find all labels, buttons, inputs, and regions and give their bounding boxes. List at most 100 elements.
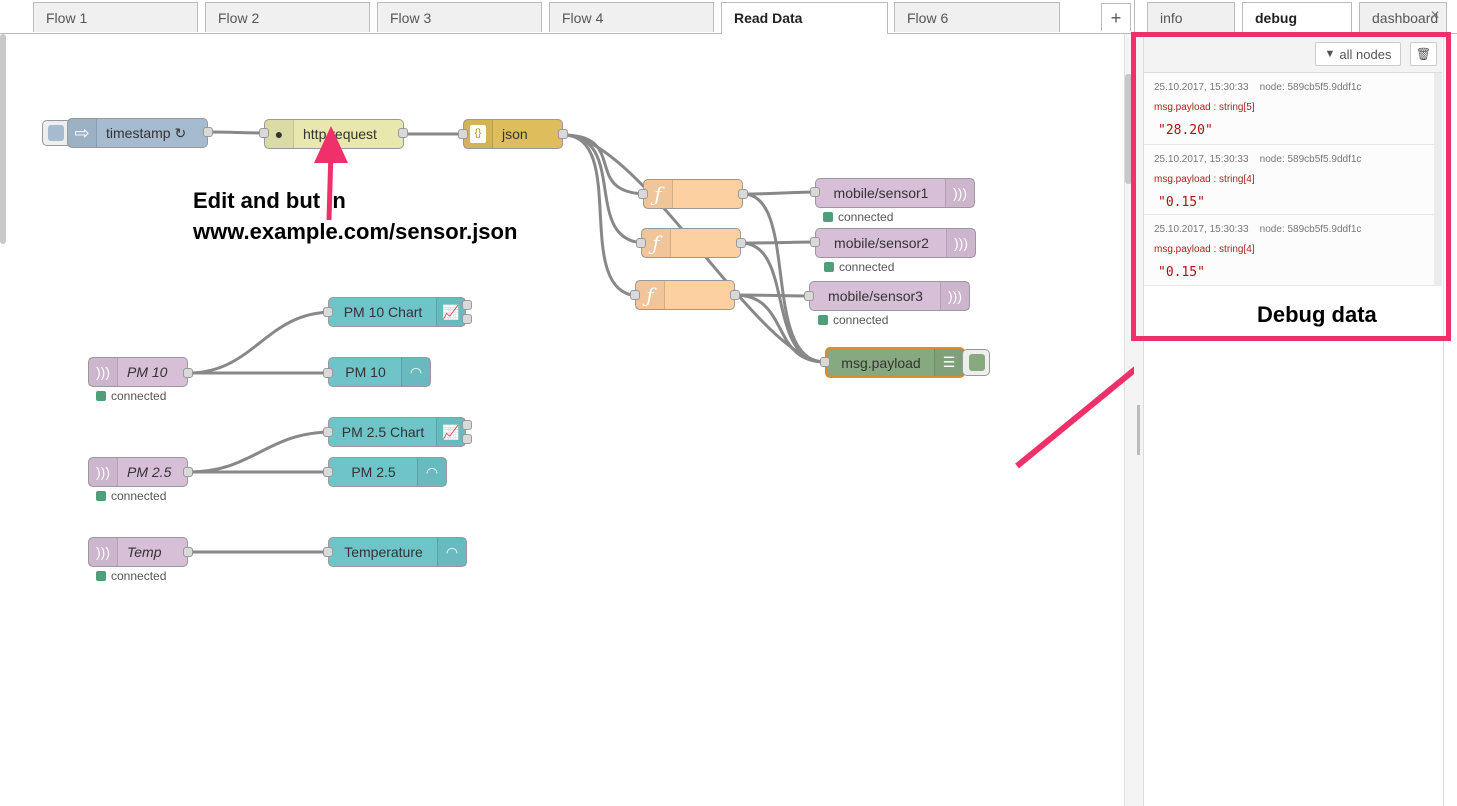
node-pm10-gauge-label: PM 10 bbox=[345, 364, 386, 380]
port-func1-out[interactable] bbox=[738, 189, 748, 199]
port-sensor1-in[interactable] bbox=[810, 187, 820, 197]
node-pm10-chart[interactable]: PM 10 Chart 📈 bbox=[328, 297, 466, 327]
node-pm25-chart-label: PM 2.5 Chart bbox=[341, 424, 425, 440]
node-mqtt-pm10[interactable]: ))) PM 10 bbox=[88, 357, 188, 387]
tab-flow-4[interactable]: Flow 4 bbox=[549, 2, 714, 32]
debug-list-scrollbar[interactable] bbox=[1434, 73, 1442, 286]
node-mqtt-sensor2-label: mobile/sensor2 bbox=[834, 235, 929, 251]
port-http-out[interactable] bbox=[398, 128, 408, 138]
debug-message-meta: 25.10.2017, 15:30:33 node: 589cb5f5.9ddf… bbox=[1154, 82, 1361, 93]
port-func3-out[interactable] bbox=[730, 290, 740, 300]
debug-message[interactable]: 25.10.2017, 15:30:33 node: 589cb5f5.9ddf… bbox=[1144, 145, 1434, 215]
port-pm10-out[interactable] bbox=[183, 368, 193, 378]
debug-message-list: 25.10.2017, 15:30:33 node: 589cb5f5.9ddf… bbox=[1144, 73, 1434, 286]
debug-node-id[interactable]: node: 589cb5f5.9ddf1c bbox=[1259, 82, 1362, 93]
node-timestamp-label: timestamp ↻ bbox=[106, 124, 187, 141]
tab-flow-1[interactable]: Flow 1 bbox=[33, 2, 198, 32]
broadcast-icon: ))) bbox=[89, 358, 118, 386]
port-temperature-in[interactable] bbox=[323, 547, 333, 557]
debug-message[interactable]: 25.10.2017, 15:30:33 node: 589cb5f5.9ddf… bbox=[1144, 215, 1434, 286]
status-dot bbox=[823, 212, 833, 222]
add-flow-button[interactable]: + bbox=[1101, 3, 1131, 31]
node-pm10-gauge[interactable]: PM 10 ◠ bbox=[328, 357, 431, 387]
node-function-3[interactable]: ƒ bbox=[635, 280, 735, 310]
node-mqtt-temp[interactable]: ))) Temp bbox=[88, 537, 188, 567]
close-icon[interactable]: ✕ bbox=[1430, 8, 1441, 22]
node-pm10-chart-label: PM 10 Chart bbox=[343, 304, 423, 320]
chart-icon: 📈 bbox=[436, 418, 465, 446]
node-pm25-gauge-label: PM 2.5 bbox=[351, 464, 396, 480]
port-timestamp-out[interactable] bbox=[203, 127, 213, 137]
node-debug-msg-payload[interactable]: msg.payload ☰ bbox=[825, 347, 965, 378]
broadcast-icon: ))) bbox=[946, 229, 975, 257]
sidebar-tab-dashboard[interactable]: dashboard bbox=[1359, 2, 1447, 32]
gauge-icon: ◠ bbox=[401, 358, 430, 386]
port-pm25-chart-out-2[interactable] bbox=[462, 434, 472, 444]
node-function-2[interactable]: ƒ bbox=[641, 228, 741, 258]
broadcast-icon: ))) bbox=[89, 458, 118, 486]
port-http-in[interactable] bbox=[259, 128, 269, 138]
node-json[interactable]: {} json bbox=[463, 119, 563, 149]
node-function-1[interactable]: ƒ bbox=[643, 179, 743, 209]
filter-label: all nodes bbox=[1339, 46, 1392, 62]
port-sensor3-in[interactable] bbox=[804, 291, 814, 301]
port-pm25-chart-in[interactable] bbox=[323, 427, 333, 437]
debug-topic: msg.payload : string[4] bbox=[1154, 174, 1255, 185]
port-func2-in[interactable] bbox=[636, 238, 646, 248]
sidebar-tab-info[interactable]: info bbox=[1147, 2, 1235, 32]
port-func1-in[interactable] bbox=[638, 189, 648, 199]
port-sensor2-in[interactable] bbox=[810, 237, 820, 247]
annotation-edit-line1: Edit and but in bbox=[193, 188, 346, 213]
port-pm25-chart-out-1[interactable] bbox=[462, 420, 472, 430]
tab-flow-2[interactable]: Flow 2 bbox=[205, 2, 370, 32]
status-text: connected bbox=[839, 260, 895, 274]
port-json-in[interactable] bbox=[458, 129, 468, 139]
sidebar-tab-debug[interactable]: debug bbox=[1242, 2, 1352, 34]
port-pm10-chart-out-2[interactable] bbox=[462, 314, 472, 324]
workspace-scrollbar-left[interactable] bbox=[0, 34, 6, 244]
node-mqtt-sensor1[interactable]: mobile/sensor1 ))) bbox=[815, 178, 975, 208]
status-dot bbox=[96, 391, 106, 401]
node-mqtt-pm10-label: PM 10 bbox=[127, 364, 168, 380]
status-sensor2: connected bbox=[824, 260, 894, 274]
node-pm25-chart[interactable]: PM 2.5 Chart 📈 bbox=[328, 417, 466, 447]
port-json-out[interactable] bbox=[558, 129, 568, 139]
node-pm25-gauge[interactable]: PM 2.5 ◠ bbox=[328, 457, 447, 487]
status-pm25: connected bbox=[96, 489, 166, 503]
workspace-scrollbar-track[interactable] bbox=[1124, 34, 1134, 806]
node-mqtt-sensor2[interactable]: mobile/sensor2 ))) bbox=[815, 228, 976, 258]
node-timestamp[interactable]: ⇨ timestamp ↻ bbox=[67, 118, 208, 148]
debug-node-id[interactable]: node: 589cb5f5.9ddf1c bbox=[1259, 224, 1362, 235]
port-pm25-gauge-in[interactable] bbox=[323, 467, 333, 477]
tab-flow-3[interactable]: Flow 3 bbox=[377, 2, 542, 32]
node-mqtt-pm25[interactable]: ))) PM 2.5 bbox=[88, 457, 188, 487]
port-pm10-chart-in[interactable] bbox=[323, 307, 333, 317]
gauge-icon: ◠ bbox=[417, 458, 446, 486]
port-debug-in[interactable] bbox=[820, 357, 830, 367]
port-pm10-chart-out-1[interactable] bbox=[462, 300, 472, 310]
debug-toggle-button[interactable] bbox=[962, 349, 990, 376]
port-func3-in[interactable] bbox=[630, 290, 640, 300]
clear-debug-button[interactable]: 🗑 bbox=[1410, 42, 1437, 66]
node-mqtt-sensor3[interactable]: mobile/sensor3 ))) bbox=[809, 281, 970, 311]
port-pm10-gauge-in[interactable] bbox=[323, 368, 333, 378]
debug-node-id[interactable]: node: 589cb5f5.9ddf1c bbox=[1259, 154, 1362, 165]
tab-flow-6[interactable]: Flow 6 bbox=[894, 2, 1060, 32]
json-icon: {} bbox=[464, 120, 493, 148]
port-temp-out[interactable] bbox=[183, 547, 193, 557]
broadcast-icon: ))) bbox=[940, 282, 969, 310]
sidebar-splitter-handle[interactable] bbox=[1137, 405, 1140, 455]
node-temperature-gauge[interactable]: Temperature ◠ bbox=[328, 537, 467, 567]
filter-all-nodes-button[interactable]: ▼all nodes bbox=[1315, 42, 1401, 66]
node-http-request-label: http request bbox=[303, 126, 377, 142]
status-dot bbox=[824, 262, 834, 272]
debug-time: 25.10.2017, 15:30:33 bbox=[1154, 82, 1249, 93]
debug-message[interactable]: 25.10.2017, 15:30:33 node: 589cb5f5.9ddf… bbox=[1144, 73, 1434, 145]
tab-read-data[interactable]: Read Data bbox=[721, 2, 888, 34]
annotation-debug-data: Debug data bbox=[1257, 302, 1377, 327]
plus-icon: + bbox=[1110, 8, 1122, 28]
port-pm25-out[interactable] bbox=[183, 467, 193, 477]
workspace-scrollbar-thumb[interactable] bbox=[1125, 74, 1132, 184]
port-func2-out[interactable] bbox=[736, 238, 746, 248]
flow-workspace[interactable]: ⇨ timestamp ↻ ● http request {} json ƒ ƒ… bbox=[0, 34, 1134, 806]
